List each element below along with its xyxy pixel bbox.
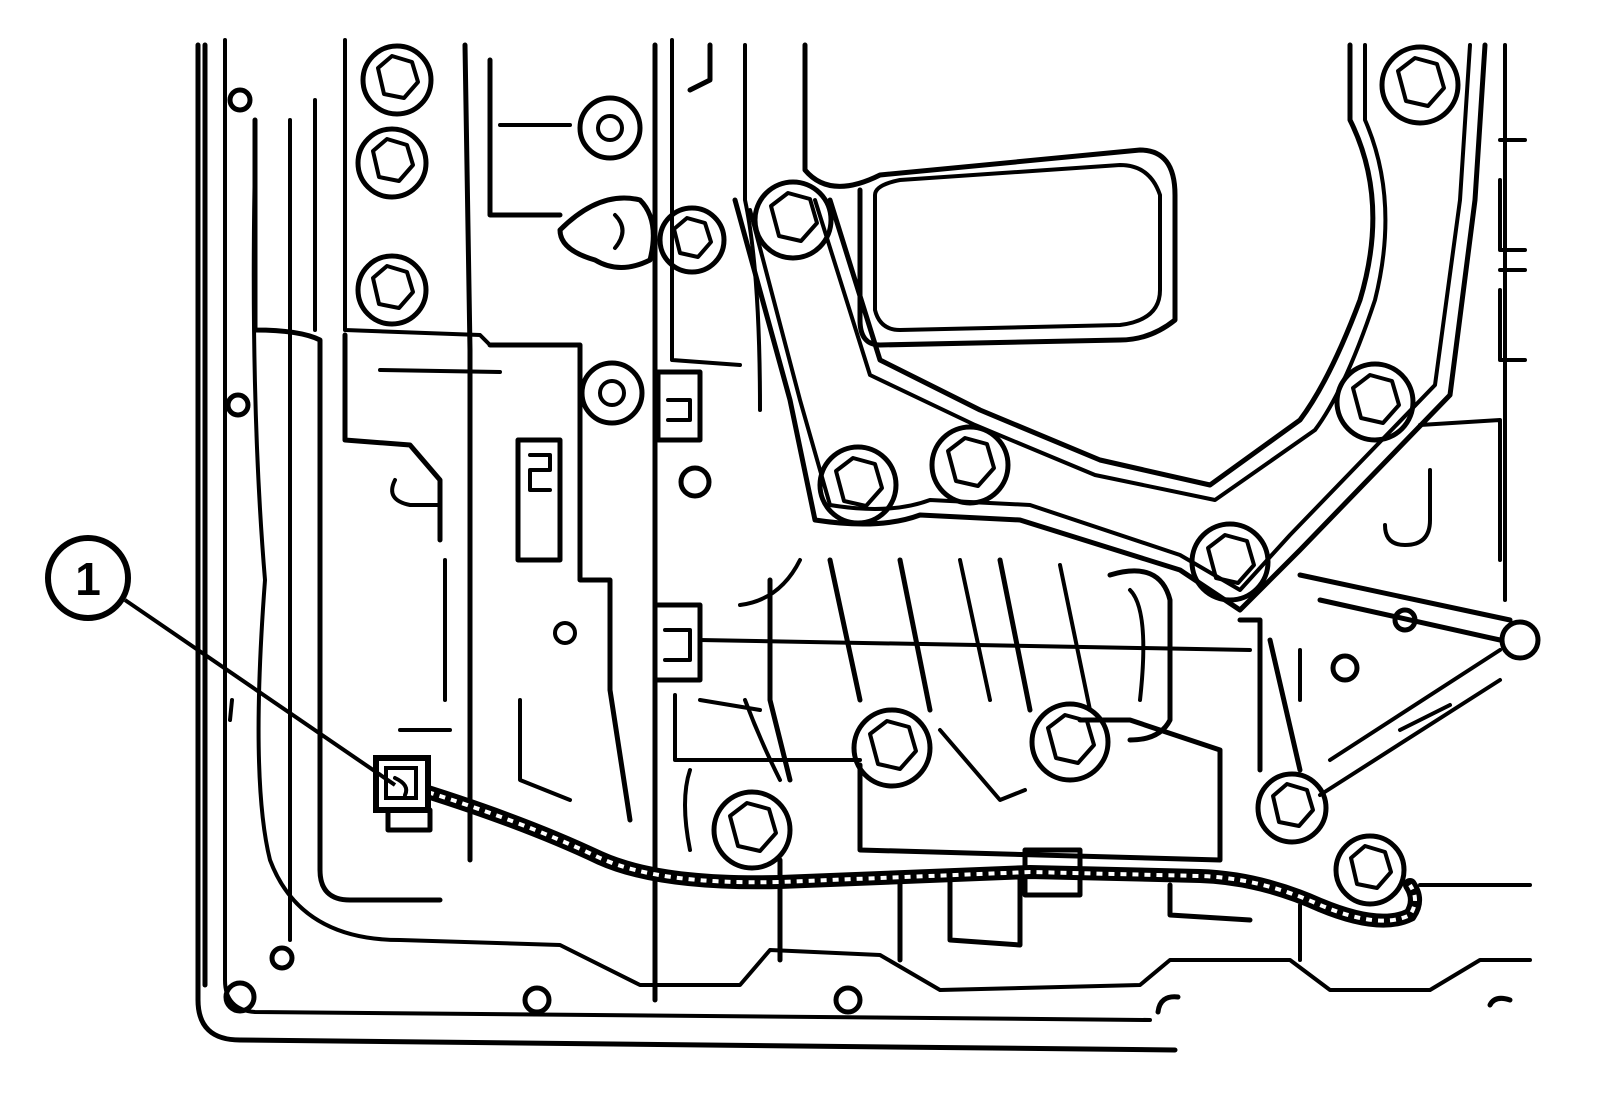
callout-label: 1 [75,553,101,605]
bolts [355,43,1461,907]
bolt [355,253,429,327]
bolt [1029,701,1111,783]
bolt [579,360,645,426]
holes [223,87,1513,1015]
bolt [1189,521,1271,603]
bolt [851,707,933,789]
callout-circle [45,535,131,621]
bolt [360,43,434,117]
bolt [1255,771,1329,845]
bolt [1379,44,1461,126]
bolt [577,95,643,161]
bolt [355,126,429,200]
bolt [657,205,727,275]
bolt [929,424,1011,506]
callout-1: 1 [45,535,397,787]
lower-bracing [738,138,1541,863]
callout-leader-line [123,598,397,787]
wiring-harness [398,778,1422,928]
case-outline [195,38,1532,1053]
bolt [711,789,793,871]
bolt [817,444,899,526]
bolt [752,179,834,261]
gasket-outline [732,42,1488,613]
bolt [1333,833,1407,907]
harness-connector [373,755,433,833]
lower-channels [683,768,1302,963]
bolt [1334,361,1416,443]
left-plates [252,38,502,903]
